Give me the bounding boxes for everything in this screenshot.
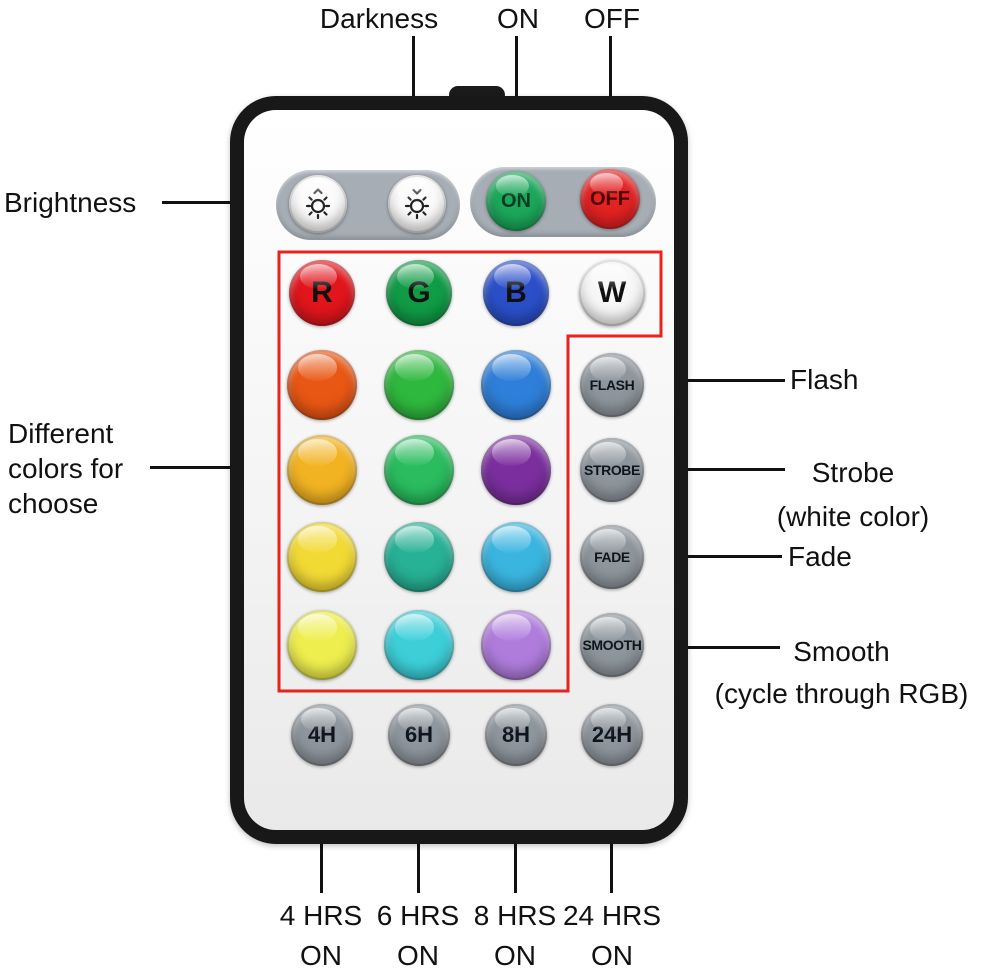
on-button[interactable]: ON [486, 171, 546, 231]
annotation-smooth: Smooth (cycle through RGB) [714, 636, 969, 709]
brightness-down-button[interactable] [388, 175, 446, 233]
annotation-line-fade [650, 555, 782, 558]
annotation-off: OFF [584, 3, 640, 34]
fade-button[interactable]: FADE [580, 525, 644, 589]
color-button-orange-red[interactable] [287, 350, 357, 420]
color-button-sky-blue[interactable] [481, 522, 551, 592]
annotation-line-flash [650, 379, 785, 382]
color-button-r[interactable]: R [289, 260, 355, 326]
annotation-line-colors [150, 466, 288, 469]
annotation-on: ON [497, 3, 539, 34]
annotation-line-smooth [652, 646, 780, 649]
annotation-line-brightness [162, 201, 288, 204]
off-button[interactable]: OFF [580, 169, 640, 229]
color-button-yellow[interactable] [287, 522, 357, 592]
brightness-up-icon [305, 188, 331, 220]
annotation-darkness: Darkness [319, 3, 439, 34]
flash-button[interactable]: FLASH [580, 353, 644, 417]
color-button-w[interactable]: W [579, 260, 645, 326]
color-button-teal[interactable] [384, 522, 454, 592]
brightness-up-button[interactable] [289, 175, 347, 233]
annotation-fade: Fade [788, 541, 852, 572]
annotation-different-colors: Different colors for choose [8, 418, 124, 519]
strobe-button[interactable]: STROBE [580, 438, 644, 502]
color-button-cyan[interactable] [384, 610, 454, 680]
timer-8h-button[interactable]: 8H [485, 704, 547, 766]
color-button-spring-green[interactable] [384, 435, 454, 505]
color-button-amber[interactable] [287, 435, 357, 505]
annotation-6hrs: 6 HRS ON [376, 900, 460, 971]
color-button-light-green[interactable] [384, 350, 454, 420]
annotation-brightness: Brightness [4, 187, 137, 218]
annotation-4hrs: 4 HRS ON [279, 900, 363, 971]
timer-4h-button[interactable]: 4H [291, 704, 353, 766]
color-button-purple[interactable] [481, 435, 551, 505]
annotation-8hrs: 8 HRS ON [473, 900, 557, 971]
timer-6h-button[interactable]: 6H [388, 704, 450, 766]
annotation-strobe: Strobe (white color) [776, 457, 930, 532]
color-button-b[interactable]: B [483, 260, 549, 326]
color-button-lilac[interactable] [481, 610, 551, 680]
annotation-flash: Flash [790, 364, 859, 395]
brightness-down-icon [404, 188, 430, 220]
color-button-g[interactable]: G [386, 260, 452, 326]
annotation-24hrs: 24 HRS ON [562, 900, 662, 971]
color-button-lemon[interactable] [287, 610, 357, 680]
smooth-button[interactable]: SMOOTH [580, 613, 644, 677]
timer-24h-button[interactable]: 24H [581, 704, 643, 766]
annotation-line-strobe [650, 468, 785, 471]
color-button-azure-blue[interactable] [481, 350, 551, 420]
